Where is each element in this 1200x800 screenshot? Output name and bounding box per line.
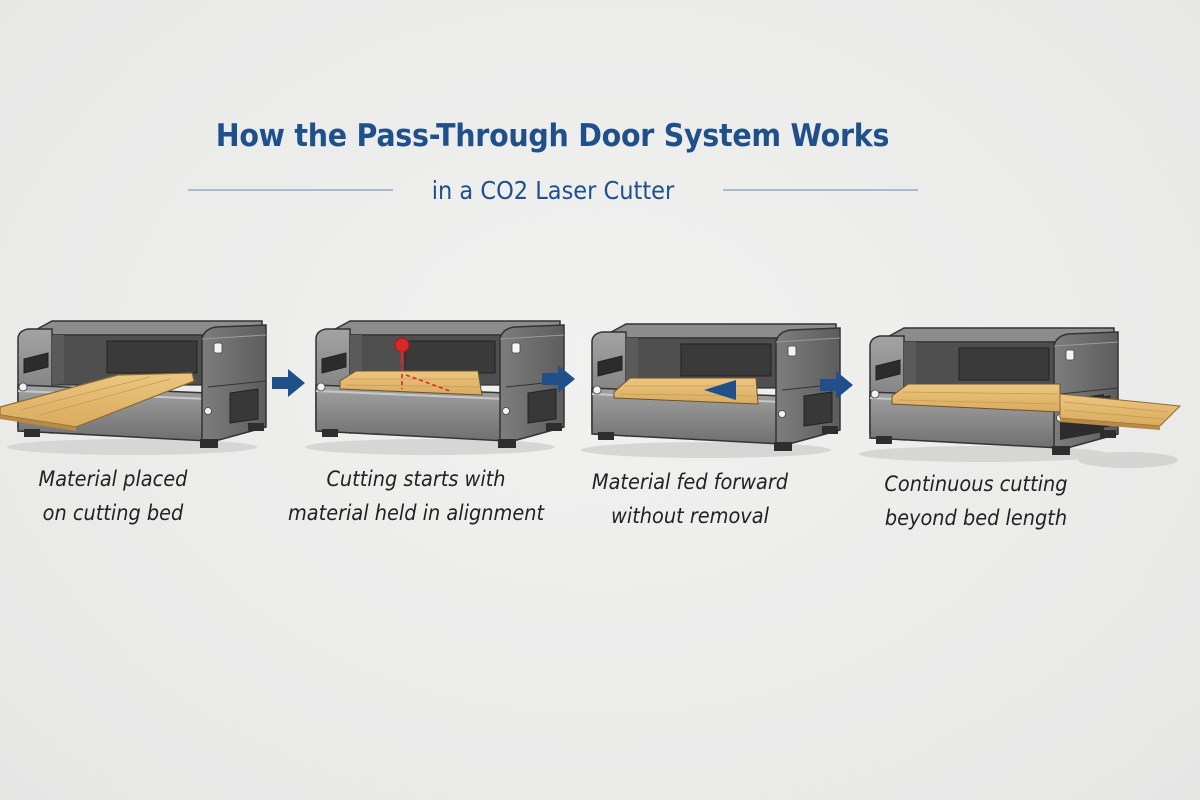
caption-line: beyond bed length [884, 506, 1068, 530]
caption-line: on cutting bed [42, 501, 184, 525]
caption-line: without removal [611, 504, 769, 528]
caption-line: Cutting starts with [326, 467, 506, 491]
material-sheet [0, 372, 195, 431]
caption-line: Continuous cutting [884, 472, 1068, 496]
divider-right [723, 189, 918, 191]
laser-cutter-step-3 [580, 323, 841, 458]
laser-cutter-step-1 [0, 320, 267, 455]
right-arrow-icon [272, 369, 305, 397]
page-title: How the Pass-Through Door System Works [215, 118, 890, 154]
caption-line: Material placed [38, 467, 188, 491]
caption-line: material held in alignment [287, 501, 545, 525]
subtitle-row: in a CO2 Laser Cutter [188, 176, 918, 206]
right-arrow-icon [820, 371, 853, 399]
page-subtitle: in a CO2 Laser Cutter [431, 176, 675, 205]
step-caption-4: Continuous cutting beyond bed length [867, 467, 1084, 535]
laser-pin-icon [394, 337, 451, 392]
step-caption-2: Cutting starts with material held in ali… [280, 462, 552, 530]
caption-line: Material fed forward [591, 470, 789, 494]
right-arrow-icon [542, 365, 575, 393]
laser-cutter-step-2 [304, 320, 565, 455]
step-caption-3: Material fed forward without removal [572, 465, 808, 533]
step-caption-1: Material placed on cutting bed [9, 462, 217, 530]
feed-triangle-icon [704, 380, 736, 400]
laser-cutter-step-4 [858, 327, 1182, 468]
material-sheet [891, 383, 1182, 430]
divider-left [188, 189, 393, 191]
